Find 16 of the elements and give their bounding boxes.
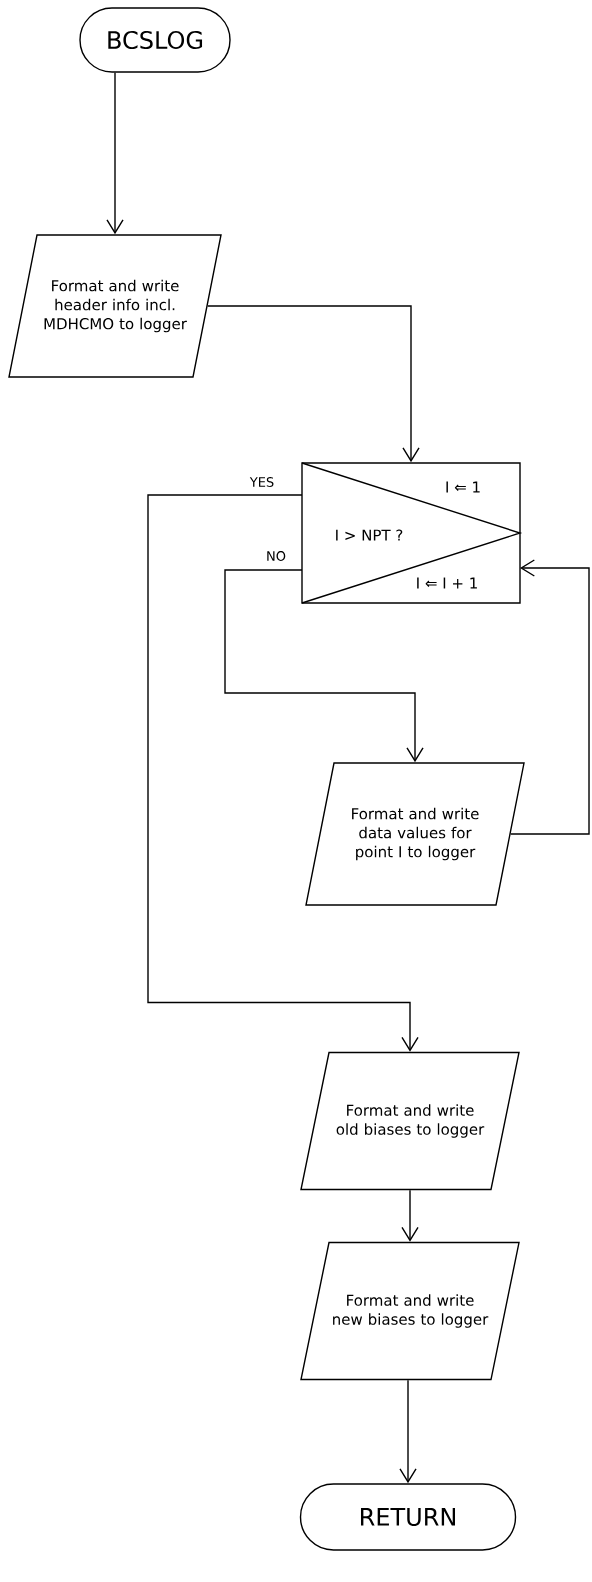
arrow xyxy=(207,305,420,463)
io-parallelogram: Format and write new biases to logger xyxy=(300,1241,520,1381)
io-parallelogram: Format and write old biases to logger xyxy=(300,1051,520,1191)
loop-box: I ⇐ 1 I > NPT ? I ⇐ I + 1 xyxy=(301,462,523,604)
arrow xyxy=(224,569,424,763)
io-parallelogram: Format and write header info incl. MDHCMO to logger xyxy=(8,234,222,378)
arrow xyxy=(401,1189,419,1242)
io-parallelogram: Format and write data values for point I to logger xyxy=(305,762,525,906)
arrow xyxy=(399,1379,417,1484)
arrow xyxy=(510,559,590,835)
edge-label: NO xyxy=(265,550,287,562)
edge-label: YES xyxy=(248,476,276,488)
arrow xyxy=(147,494,419,1052)
terminal-box: RETURN xyxy=(299,1483,517,1551)
terminal-box: BCSLOG xyxy=(79,7,231,73)
arrow xyxy=(106,72,124,235)
